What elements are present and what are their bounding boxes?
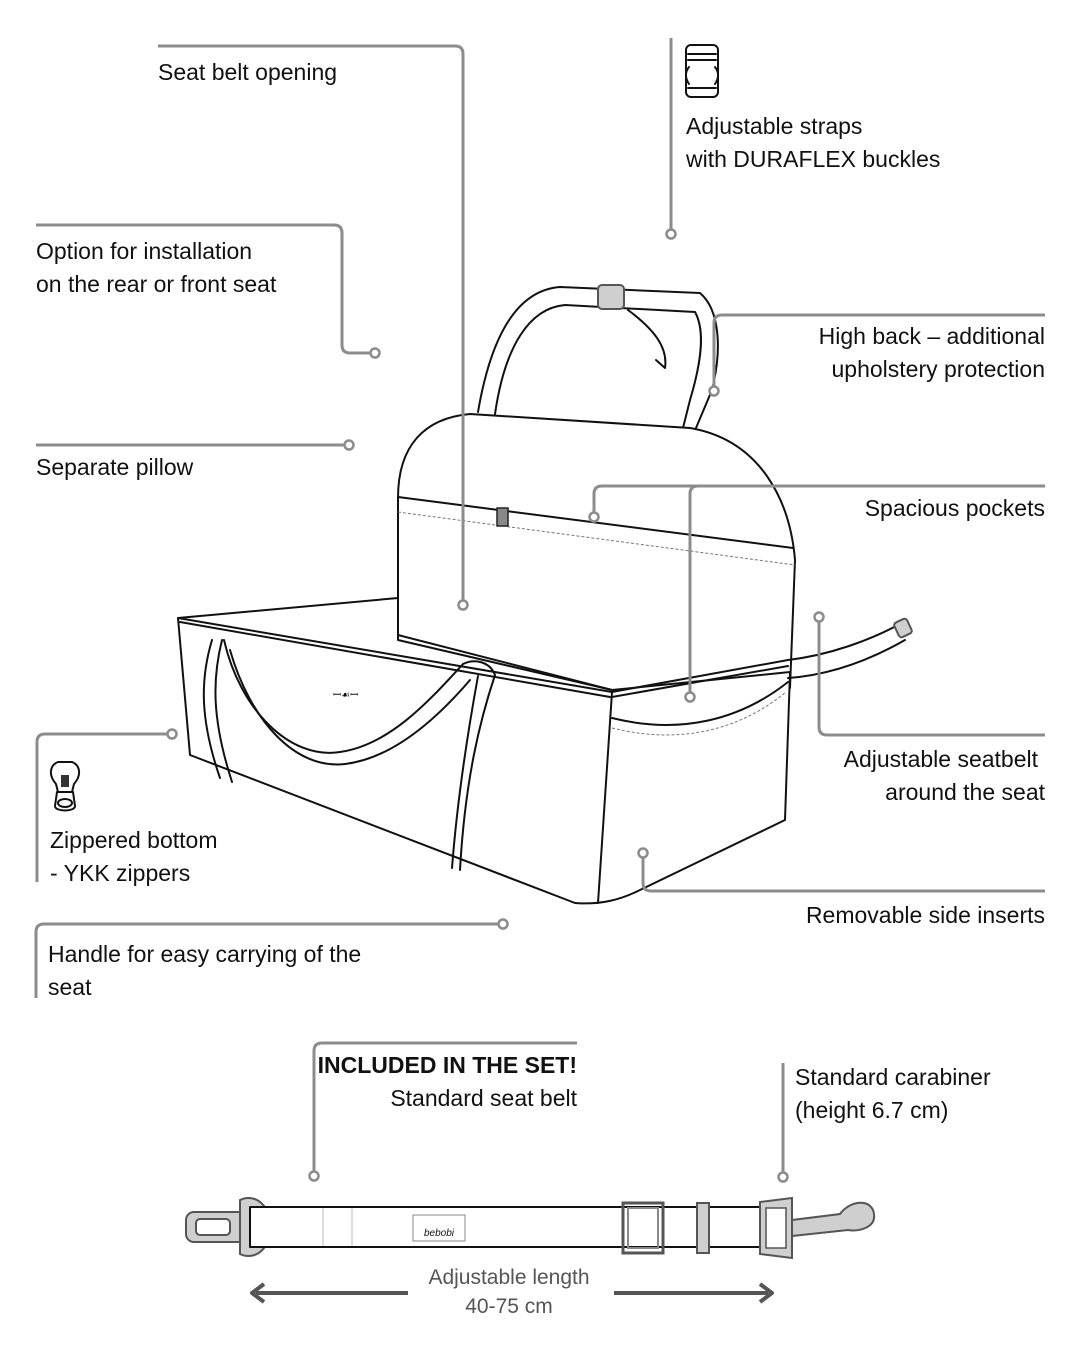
label-handle-line2: seat	[48, 974, 92, 1000]
zipper-tab	[496, 507, 509, 527]
label-straps-line2: with DURAFLEX buckles	[686, 146, 941, 172]
label-installation: Option for installation on the rear or f…	[36, 235, 276, 301]
high-back	[397, 413, 796, 691]
buckle-icon	[685, 44, 719, 98]
arrow-right-icon	[758, 1282, 774, 1304]
belt-loop	[696, 1202, 710, 1254]
length-value: 40-75 cm	[465, 1295, 553, 1318]
belt-adjuster	[621, 1201, 665, 1255]
seat-belt-accessory: bebobi	[185, 1196, 876, 1304]
side-belt-buckle	[893, 617, 913, 639]
strap-buckle	[597, 284, 625, 310]
carabiner	[791, 1201, 876, 1238]
label-seatbelt-line1: Adjustable seatbelt	[843, 746, 1038, 772]
label-included-set: INCLUDED IN THE SET! Standard seat belt	[318, 1049, 577, 1115]
label-carabiner-line2: (height 6.7 cm)	[795, 1097, 949, 1123]
label-seat-belt-opening: Seat belt opening	[158, 59, 338, 85]
label-adjustable-length: Adjustable length 40-75 cm	[409, 1263, 609, 1321]
label-adjustable-seatbelt: Adjustable seatbelt around the seat	[844, 743, 1045, 809]
label-installation-line2: on the rear or front seat	[36, 271, 277, 297]
label-high-back: High back – additional upholstery protec…	[819, 320, 1045, 386]
label-zippered-bottom: Zippered bottom - YKK zippers	[50, 824, 217, 890]
belt-strap	[249, 1206, 771, 1248]
label-carabiner: Standard carabiner (height 6.7 cm)	[795, 1061, 991, 1127]
label-carabiner-line1: Standard carabiner	[795, 1064, 991, 1090]
label-installation-line1: Option for installation	[36, 238, 253, 264]
label-seatbelt-line2: around the seat	[885, 779, 1045, 805]
label-handle-line1: Handle for easy carrying of the	[48, 941, 362, 967]
label-straps-line1: Adjustable straps	[686, 113, 863, 139]
included-badge: INCLUDED IN THE SET!	[317, 1052, 577, 1078]
label-high-back-line1: High back – additional	[818, 323, 1045, 349]
brand-tag	[412, 1214, 466, 1242]
label-zippered-line1: Zippered bottom	[50, 827, 218, 853]
zipper-icon	[50, 761, 80, 812]
label-adjustable-straps: Adjustable straps with DURAFLEX buckles	[686, 110, 940, 176]
car-seat-illustration: ꟷ☙ꟷ	[177, 284, 913, 905]
label-handle: Handle for easy carrying of the seat	[48, 938, 361, 1004]
length-label: Adjustable length	[428, 1266, 590, 1289]
arrow-left-icon	[250, 1282, 266, 1304]
brand-logo: ꟷ☙ꟷ	[333, 690, 358, 701]
brand-tag-text: bebobi	[424, 1228, 455, 1239]
label-separate-pillow: Separate pillow	[36, 454, 194, 480]
leader-lines	[34, 38, 1045, 1183]
label-removable-inserts: Removable side inserts	[805, 902, 1045, 928]
top-strap	[477, 286, 719, 429]
label-zippered-line2: - YKK zippers	[50, 860, 191, 886]
label-high-back-line2: upholstery protection	[831, 356, 1045, 382]
label-spacious-pockets: Spacious pockets	[864, 495, 1045, 521]
label-standard-seat-belt: Standard seat belt	[390, 1085, 577, 1111]
